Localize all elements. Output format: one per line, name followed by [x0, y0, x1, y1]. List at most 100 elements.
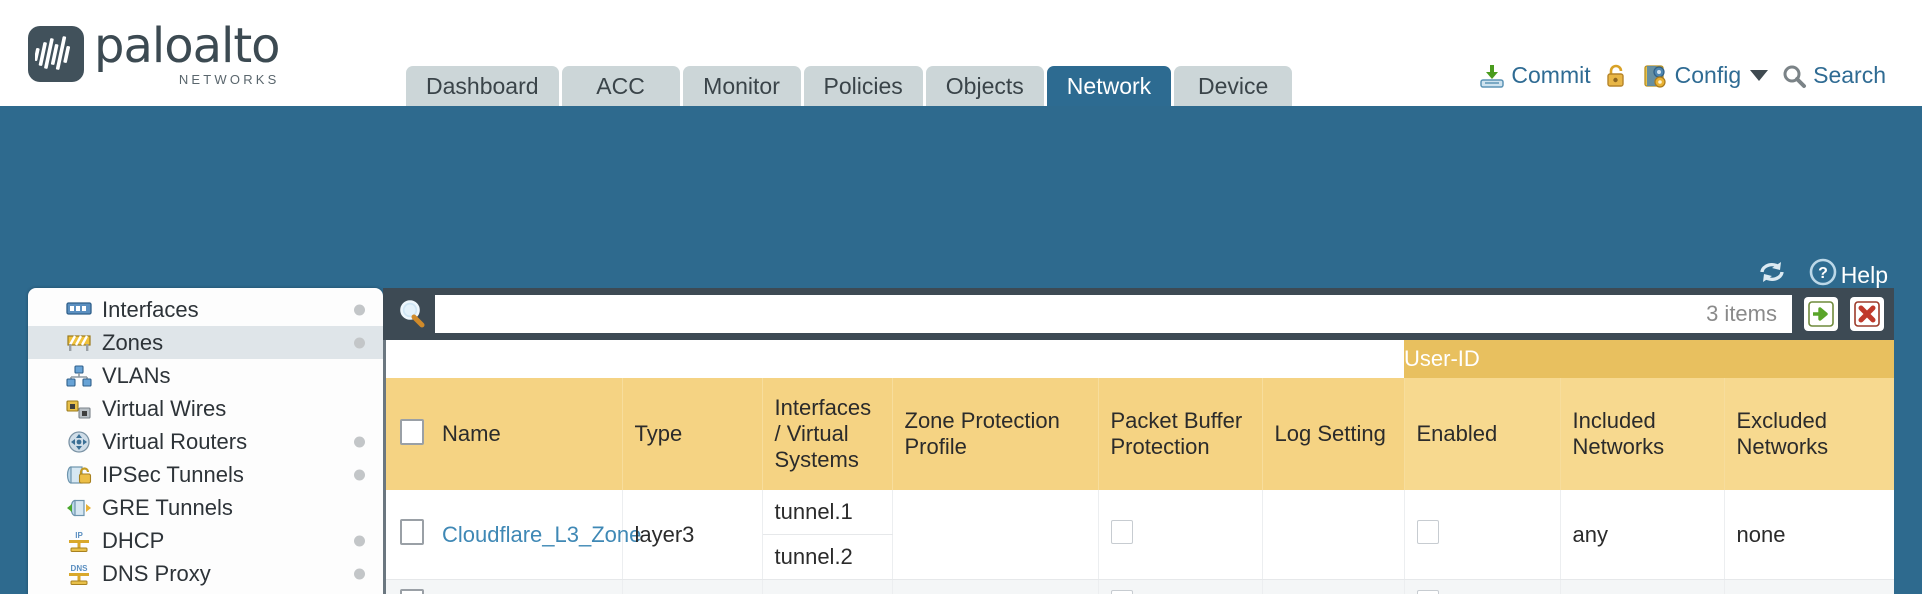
- table-group-header-row: User-ID: [386, 340, 1894, 378]
- cell-interface: tunnel.1: [762, 490, 893, 535]
- column-header-zone-protection-profile[interactable]: Zone Protection Profile: [892, 378, 1099, 490]
- column-header-log-setting[interactable]: Log Setting: [1262, 378, 1405, 490]
- help-question-icon: ?: [1809, 258, 1837, 292]
- sidebar-item-zones[interactable]: Zones: [28, 326, 383, 359]
- sidebar-item-globalprotect[interactable]: GlobalProtect: [28, 590, 383, 594]
- vlans-icon: [66, 364, 92, 387]
- virtual-routers-icon: [66, 430, 92, 453]
- column-header-userid-enabled[interactable]: Enabled: [1404, 378, 1561, 490]
- commit-download-icon: [1479, 63, 1505, 89]
- sidebar-item-ipsec-tunnels[interactable]: IPSec Tunnels: [28, 458, 383, 491]
- top-header-bar: paloalto NETWORKS Dashboard ACC Monitor …: [0, 0, 1922, 106]
- search-magnifier-icon: [1781, 63, 1807, 89]
- zones-table: User-ID Name Type Interfaces / Virtual S…: [386, 340, 1894, 594]
- zone-name-link[interactable]: Trust_L3_Zone: [442, 592, 590, 594]
- zones-table-container: User-ID Name Type Interfaces / Virtual S…: [383, 340, 1894, 594]
- sidebar-status-dot: [354, 337, 365, 348]
- cell-log-setting: [1262, 579, 1405, 594]
- header-action-bar: Commit: [1479, 62, 1886, 89]
- dhcp-icon: IP: [66, 530, 92, 552]
- table-row-continuation[interactable]: tunnel.2: [386, 534, 1894, 580]
- userid-enabled-checkbox[interactable]: [1416, 590, 1439, 594]
- cell-userid-enabled: [1404, 579, 1561, 594]
- brand-logo: paloalto NETWORKS: [28, 18, 281, 87]
- table-row[interactable]: Trust_L3_Zone layer3 ethernet1/1 any: [386, 579, 1894, 594]
- cell-log-setting: [1262, 490, 1405, 580]
- sidebar-item-label: Interfaces: [102, 296, 199, 322]
- sidebar-item-virtual-routers[interactable]: Virtual Routers: [28, 425, 383, 458]
- sidebar-status-dot: [354, 304, 365, 315]
- table-search-bar: 3 items: [383, 288, 1894, 340]
- cell-userid-enabled: [1404, 490, 1561, 580]
- tab-dashboard[interactable]: Dashboard: [406, 66, 559, 106]
- refresh-icon[interactable]: [1757, 259, 1787, 291]
- group-header-spacer: [386, 340, 1404, 378]
- sidebar-item-label: DHCP: [102, 527, 165, 553]
- cell-packet-buffer-protection: [1098, 490, 1263, 580]
- cell-interface: ethernet1/1: [762, 579, 893, 594]
- help-button[interactable]: ? Help: [1809, 258, 1888, 292]
- svg-text:DNS: DNS: [71, 564, 89, 573]
- sidebar-item-interfaces[interactable]: Interfaces: [28, 293, 383, 326]
- brand-tagline: NETWORKS: [178, 72, 280, 87]
- network-sidebar: Interfaces Zones: [28, 288, 383, 594]
- cell-zone-protection-profile: [892, 490, 1099, 580]
- tab-policies[interactable]: Policies: [803, 66, 923, 106]
- zones-icon: [66, 332, 92, 354]
- cell-type: layer3: [622, 490, 763, 580]
- sidebar-item-label: VLANs: [102, 362, 171, 388]
- column-header-included-networks[interactable]: Included Networks: [1560, 378, 1725, 490]
- brand-name: paloalto: [94, 18, 281, 74]
- svg-text:?: ?: [1818, 265, 1828, 282]
- packet-buffer-protection-checkbox[interactable]: [1110, 590, 1133, 594]
- search-magnifier-icon[interactable]: [395, 297, 429, 331]
- cell-excluded-networks: none: [1724, 490, 1894, 580]
- column-header-type[interactable]: Type: [622, 378, 763, 490]
- column-header-name[interactable]: Name: [430, 378, 623, 490]
- sidebar-item-label: Virtual Wires: [102, 395, 227, 421]
- chevron-down-icon: [1750, 70, 1769, 81]
- cell-zone-protection-profile: [892, 579, 1099, 594]
- search-label: Search: [1813, 62, 1886, 88]
- zone-name-link[interactable]: Cloudflare_L3_Zone: [442, 521, 642, 547]
- tab-device[interactable]: Device: [1174, 66, 1293, 106]
- help-label: Help: [1840, 261, 1888, 288]
- band-utility-icons: ? Help: [1757, 258, 1888, 292]
- apply-filter-button[interactable]: [1804, 297, 1838, 331]
- clear-filter-button[interactable]: [1850, 297, 1884, 331]
- sidebar-item-virtual-wires[interactable]: Virtual Wires: [28, 392, 383, 425]
- column-header-packet-buffer-protection[interactable]: Packet Buffer Protection: [1098, 378, 1263, 490]
- interfaces-icon: [66, 299, 92, 321]
- column-header-excluded-networks[interactable]: Excluded Networks: [1724, 378, 1894, 490]
- sidebar-status-dot: [354, 568, 365, 579]
- sidebar-item-label: Virtual Routers: [102, 428, 248, 454]
- userid-enabled-checkbox[interactable]: [1416, 519, 1439, 544]
- cell-name: Trust_L3_Zone: [430, 579, 623, 594]
- paloalto-logo-mark-icon: [28, 26, 84, 82]
- table-header-row: Name Type Interfaces / Virtual Systems Z…: [386, 378, 1894, 490]
- tab-acc[interactable]: ACC: [561, 66, 680, 106]
- sidebar-item-dhcp[interactable]: IP DHCP: [28, 524, 383, 557]
- cell-included-networks: any: [1560, 579, 1725, 594]
- tab-network[interactable]: Network: [1046, 66, 1172, 106]
- sidebar-item-gre-tunnels[interactable]: GRE Tunnels: [28, 491, 383, 524]
- tab-objects[interactable]: Objects: [925, 66, 1044, 106]
- row-checkbox[interactable]: [400, 589, 424, 594]
- sidebar-item-vlans[interactable]: VLANs: [28, 359, 383, 392]
- cell-type: layer3: [622, 579, 763, 594]
- commit-label: Commit: [1511, 62, 1591, 88]
- table-row[interactable]: Cloudflare_L3_Zone layer3 tunnel.1 any: [386, 490, 1894, 580]
- search-button[interactable]: Search: [1781, 62, 1886, 89]
- lock-button[interactable]: [1604, 63, 1630, 89]
- select-all-checkbox[interactable]: [400, 418, 424, 445]
- config-menu[interactable]: Config: [1643, 62, 1769, 89]
- row-checkbox[interactable]: [400, 518, 424, 545]
- search-input[interactable]: 3 items: [435, 295, 1792, 333]
- commit-button[interactable]: Commit: [1479, 62, 1591, 89]
- packet-buffer-protection-checkbox[interactable]: [1110, 519, 1133, 544]
- sidebar-item-dns-proxy[interactable]: DNS DNS Proxy: [28, 557, 383, 590]
- group-header-userid: User-ID: [1404, 340, 1894, 378]
- column-header-interfaces[interactable]: Interfaces / Virtual Systems: [762, 378, 893, 490]
- tab-monitor[interactable]: Monitor: [682, 66, 801, 106]
